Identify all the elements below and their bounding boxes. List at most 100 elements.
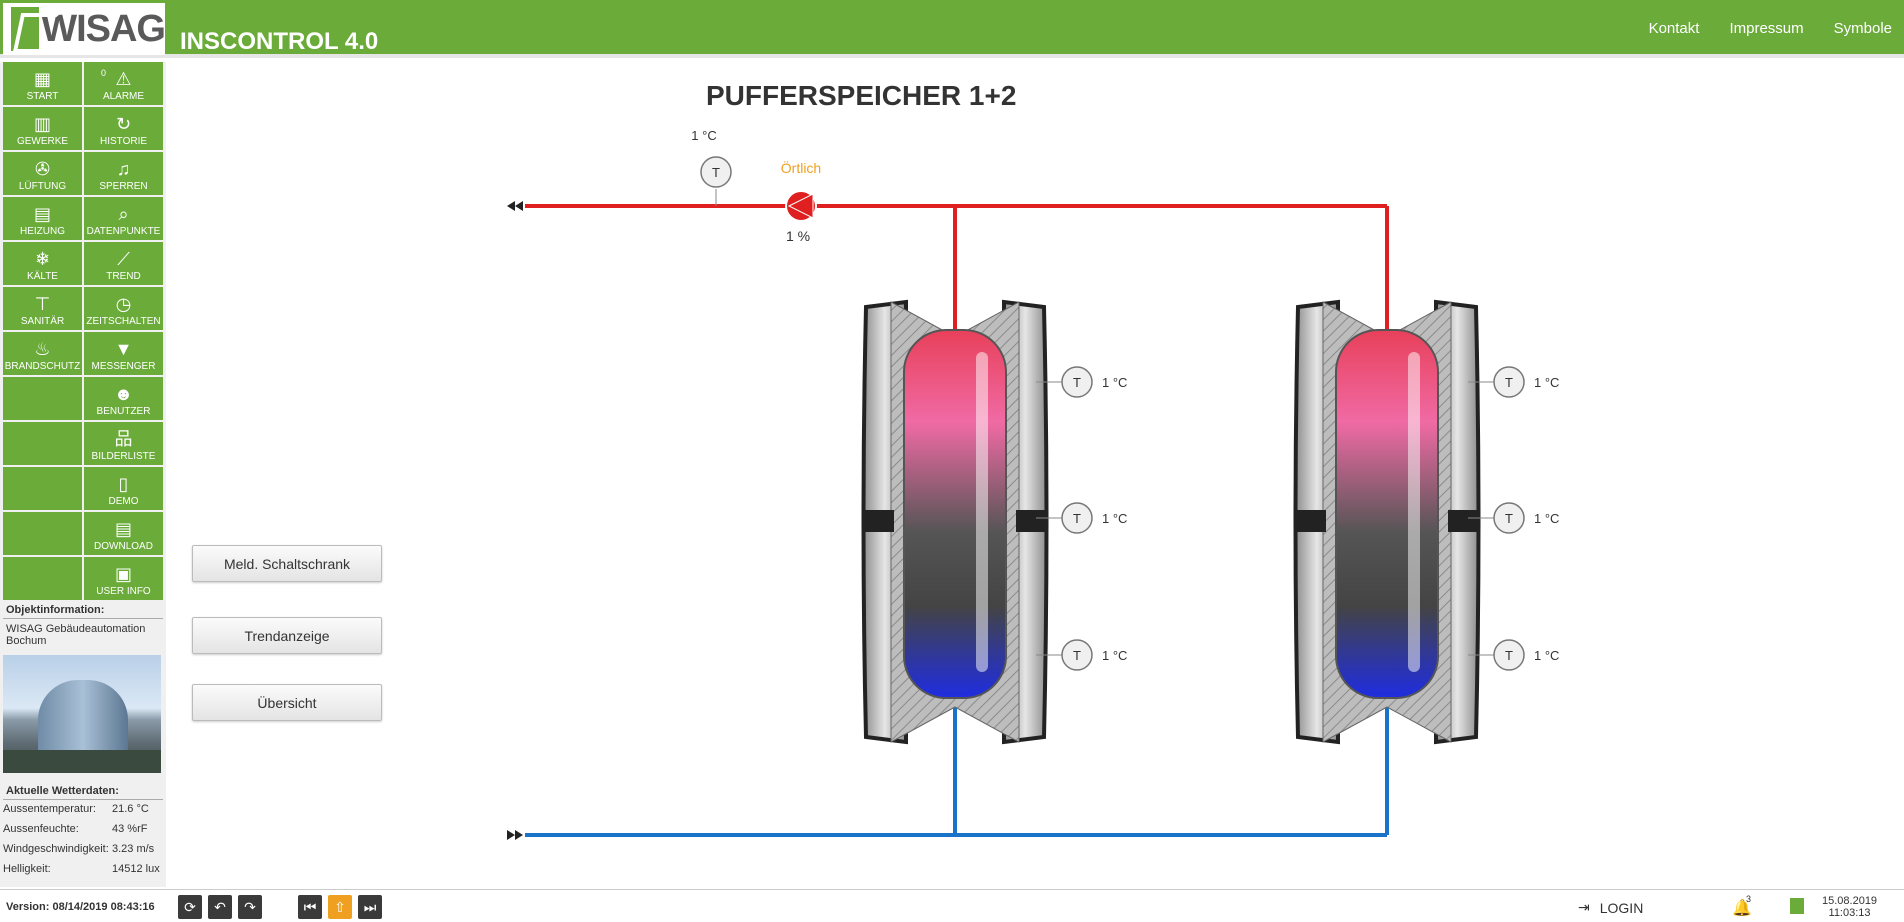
app-title: INSCONTROL 4.0 bbox=[180, 28, 379, 55]
nav-lueftung[interactable]: ✇LÜFTUNG bbox=[3, 152, 82, 195]
building-photo bbox=[3, 655, 161, 773]
tank-2-sensor-mid[interactable]: T bbox=[1468, 502, 1525, 534]
supply-temp-sensor[interactable]: T bbox=[700, 156, 732, 206]
nav-datenpunkte[interactable]: ⌕DATENPUNKTE bbox=[84, 197, 163, 240]
history-icon: ↻ bbox=[115, 114, 132, 134]
alarm-bell-icon[interactable]: 🔔3 bbox=[1732, 894, 1752, 917]
nav-empty-slot bbox=[3, 422, 82, 465]
nav-label: SANITÄR bbox=[20, 316, 65, 327]
tank-2-temp-bottom: 1 °C bbox=[1534, 648, 1559, 663]
link-kontakt[interactable]: Kontakt bbox=[1648, 20, 1700, 37]
object-info-text: WISAG Gebäudeautomation Bochum bbox=[6, 623, 146, 647]
buffer-tank-schematic: T 1 °C Örtlich 1 % T 1 °C T bbox=[507, 128, 1559, 840]
door-icon: ▯ bbox=[118, 474, 129, 494]
weather-label: Windgeschwindigkeit: bbox=[3, 843, 109, 855]
return-pipe bbox=[507, 702, 1389, 840]
download-icon: ▤ bbox=[114, 519, 132, 539]
nav-label: DOWNLOAD bbox=[94, 541, 153, 552]
nav-label: START bbox=[26, 91, 59, 102]
nav-sanitaer[interactable]: ⊤SANITÄR bbox=[3, 287, 82, 330]
nav-empty-slot bbox=[3, 467, 82, 510]
refresh-icon[interactable]: ⟳ bbox=[178, 895, 202, 919]
nav-label: ZEITSCHALTEN bbox=[86, 316, 161, 327]
nav-historie[interactable]: ↻HISTORIE bbox=[84, 107, 163, 150]
sensor-label: T bbox=[1073, 648, 1081, 663]
sensor-label: T bbox=[1073, 375, 1081, 390]
return-arrow-icon bbox=[515, 830, 523, 840]
weather-value: 43 %rF bbox=[112, 823, 148, 835]
weather-row: Aussenfeuchte:43 %rF bbox=[3, 820, 163, 840]
tank-1-sensor-mid[interactable]: T bbox=[1036, 502, 1093, 534]
nav-zeitschalten[interactable]: ◷ZEITSCHALTEN bbox=[84, 287, 163, 330]
nav-trend[interactable]: ⟋TREND bbox=[84, 242, 163, 285]
login-label: LOGIN bbox=[1599, 899, 1644, 916]
upload-icon[interactable]: ⇧ bbox=[328, 895, 352, 919]
link-impressum[interactable]: Impressum bbox=[1729, 20, 1804, 37]
nav-label: LÜFTUNG bbox=[18, 181, 67, 192]
wisag-logo[interactable]: WISAG bbox=[3, 3, 166, 55]
buffer-tank-1[interactable] bbox=[861, 299, 1049, 745]
nav-label: BENUTZER bbox=[96, 406, 151, 417]
nav-demo[interactable]: ▯ DEMO bbox=[84, 467, 163, 510]
nav-label: ALARME bbox=[102, 91, 145, 102]
nav-label: DATENPUNKTE bbox=[86, 226, 161, 237]
nav-label: HEIZUNG bbox=[20, 226, 65, 237]
nav-benutzer[interactable]: ☻ BENUTZER bbox=[84, 377, 163, 420]
pump-mode-label: Örtlich bbox=[781, 159, 821, 176]
nav-heizung[interactable]: ▤HEIZUNG bbox=[3, 197, 82, 240]
nav-gewerke[interactable]: ▥GEWERKE bbox=[3, 107, 82, 150]
network-status-icon bbox=[1790, 898, 1804, 914]
supply-pipe bbox=[507, 201, 1389, 337]
pump-icon[interactable] bbox=[785, 190, 817, 222]
nav-kaelte[interactable]: ❄KÄLTE bbox=[3, 242, 82, 285]
nav-start[interactable]: ▦ START bbox=[3, 62, 82, 105]
nav-download[interactable]: ▤ DOWNLOAD bbox=[84, 512, 163, 555]
sensor-label: T bbox=[1505, 648, 1513, 663]
nav-user-info[interactable]: ▣USER INFO bbox=[84, 557, 163, 600]
grid-icon: ▦ bbox=[33, 69, 51, 89]
version-text: Version: 08/14/2019 08:43:16 bbox=[6, 901, 155, 913]
tank-1-sensor-bottom[interactable]: T bbox=[1036, 639, 1093, 671]
link-symbole[interactable]: Symbole bbox=[1833, 20, 1892, 37]
tank-1-sensor-top[interactable]: T bbox=[1036, 366, 1093, 398]
pump-value: 1 % bbox=[786, 228, 810, 244]
alarm-count: 3 bbox=[1746, 894, 1752, 904]
nav-brandschutz[interactable]: ♨BRANDSCHUTZ bbox=[3, 332, 82, 375]
nav-label: USER INFO bbox=[96, 586, 151, 597]
weather-value: 3.23 m/s bbox=[112, 843, 155, 855]
time-text: 11:03:13 bbox=[1828, 907, 1871, 919]
first-page-icon[interactable]: ⏮ bbox=[298, 895, 322, 919]
buffer-tank-2[interactable] bbox=[1293, 299, 1481, 745]
login-button[interactable]: ⇥ LOGIN bbox=[1578, 899, 1643, 916]
back-icon[interactable]: ↶ bbox=[208, 895, 232, 919]
weather-row: Helligkeit:14512 lux bbox=[3, 860, 163, 880]
nav-sperren[interactable]: ♫SPERREN bbox=[84, 152, 163, 195]
nav-label: DEMO bbox=[108, 496, 139, 507]
nav-alarme[interactable]: 0⚠ALARME bbox=[84, 62, 163, 105]
sitemap-icon: 品 bbox=[114, 429, 133, 449]
last-page-icon[interactable]: ⏭ bbox=[358, 895, 382, 919]
nav-messenger[interactable]: ▼MESSENGER bbox=[84, 332, 163, 375]
alarm-icon: ⚠ bbox=[115, 69, 132, 89]
nav-empty-slot bbox=[3, 377, 82, 420]
tank-2-sensor-top[interactable]: T bbox=[1468, 366, 1525, 398]
tank-1-temp-bottom: 1 °C bbox=[1102, 648, 1127, 663]
nav-empty-slot bbox=[3, 557, 82, 600]
weather-value: 21.6 °C bbox=[112, 803, 149, 815]
sensor-label: T bbox=[1505, 375, 1513, 390]
bell-off-icon: ♫ bbox=[116, 159, 131, 179]
sensor-label: T bbox=[712, 165, 720, 180]
sensor-label: T bbox=[1073, 511, 1081, 526]
trendanzeige-button[interactable]: Trendanzeige bbox=[192, 617, 382, 654]
weather-row: Windgeschwindigkeit:3.23 m/s bbox=[3, 840, 163, 860]
weather-value: 14512 lux bbox=[112, 863, 160, 875]
snowflake-icon: ❄ bbox=[34, 249, 51, 269]
trend-icon: ⟋ bbox=[117, 249, 130, 269]
forward-icon[interactable]: ↷ bbox=[238, 895, 262, 919]
tank-2-sensor-bottom[interactable]: T bbox=[1468, 639, 1525, 671]
meld-schaltschrank-button[interactable]: Meld. Schaltschrank bbox=[192, 545, 382, 582]
uebersicht-button[interactable]: Übersicht bbox=[192, 684, 382, 721]
users-icon: ☻ bbox=[114, 384, 133, 404]
object-info-panel: Objektinformation: WISAG Gebäudeautomati… bbox=[3, 602, 163, 880]
